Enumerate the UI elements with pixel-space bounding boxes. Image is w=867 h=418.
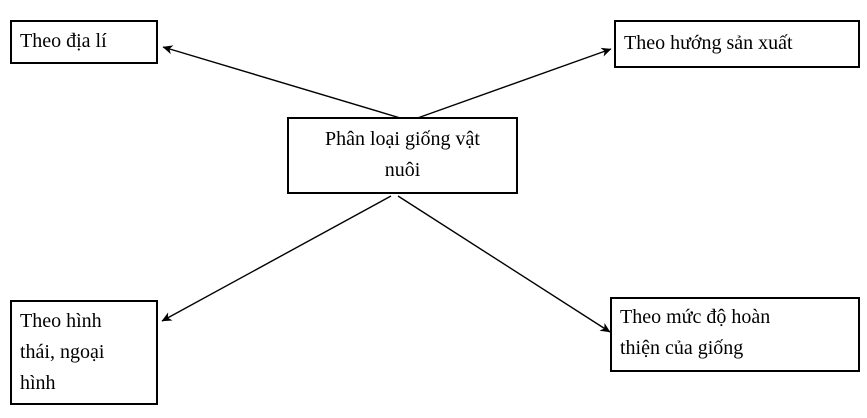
node-label: Theo địa lí xyxy=(20,30,107,52)
node-theo-dia-li: Theo địa lí xyxy=(10,20,158,64)
node-label-line-2: thiện của giống xyxy=(620,337,744,359)
node-label-line-1: Theo mức độ hoàn xyxy=(620,306,771,328)
node-phan-loai-giong-vat-nuoi: Phân loại giống vật nuôi xyxy=(287,117,518,194)
node-label-line-2: nuôi xyxy=(384,159,421,181)
arrow-to-bottom-left-icon xyxy=(161,195,392,322)
arrow-to-top-right-icon xyxy=(411,47,612,121)
node-label-line-1: Theo hình xyxy=(20,310,102,332)
node-label-line-1: Phân loại giống vật xyxy=(325,128,480,150)
arrow-to-bottom-right-icon xyxy=(397,195,611,333)
node-theo-huong-san-xuat: Theo hướng sản xuất xyxy=(614,20,860,68)
node-label-line-2: thái, ngoại xyxy=(20,341,105,363)
node-label: Theo hướng sản xuất xyxy=(624,32,793,54)
node-label-line-3: hình xyxy=(20,372,56,394)
node-theo-hinh-thai-ngoai-hinh: Theo hình thái, ngoại hình xyxy=(10,300,158,405)
arrow-to-top-left-icon xyxy=(162,45,408,121)
node-theo-muc-do-hoan-thien: Theo mức độ hoàn thiện của giống xyxy=(610,297,860,372)
